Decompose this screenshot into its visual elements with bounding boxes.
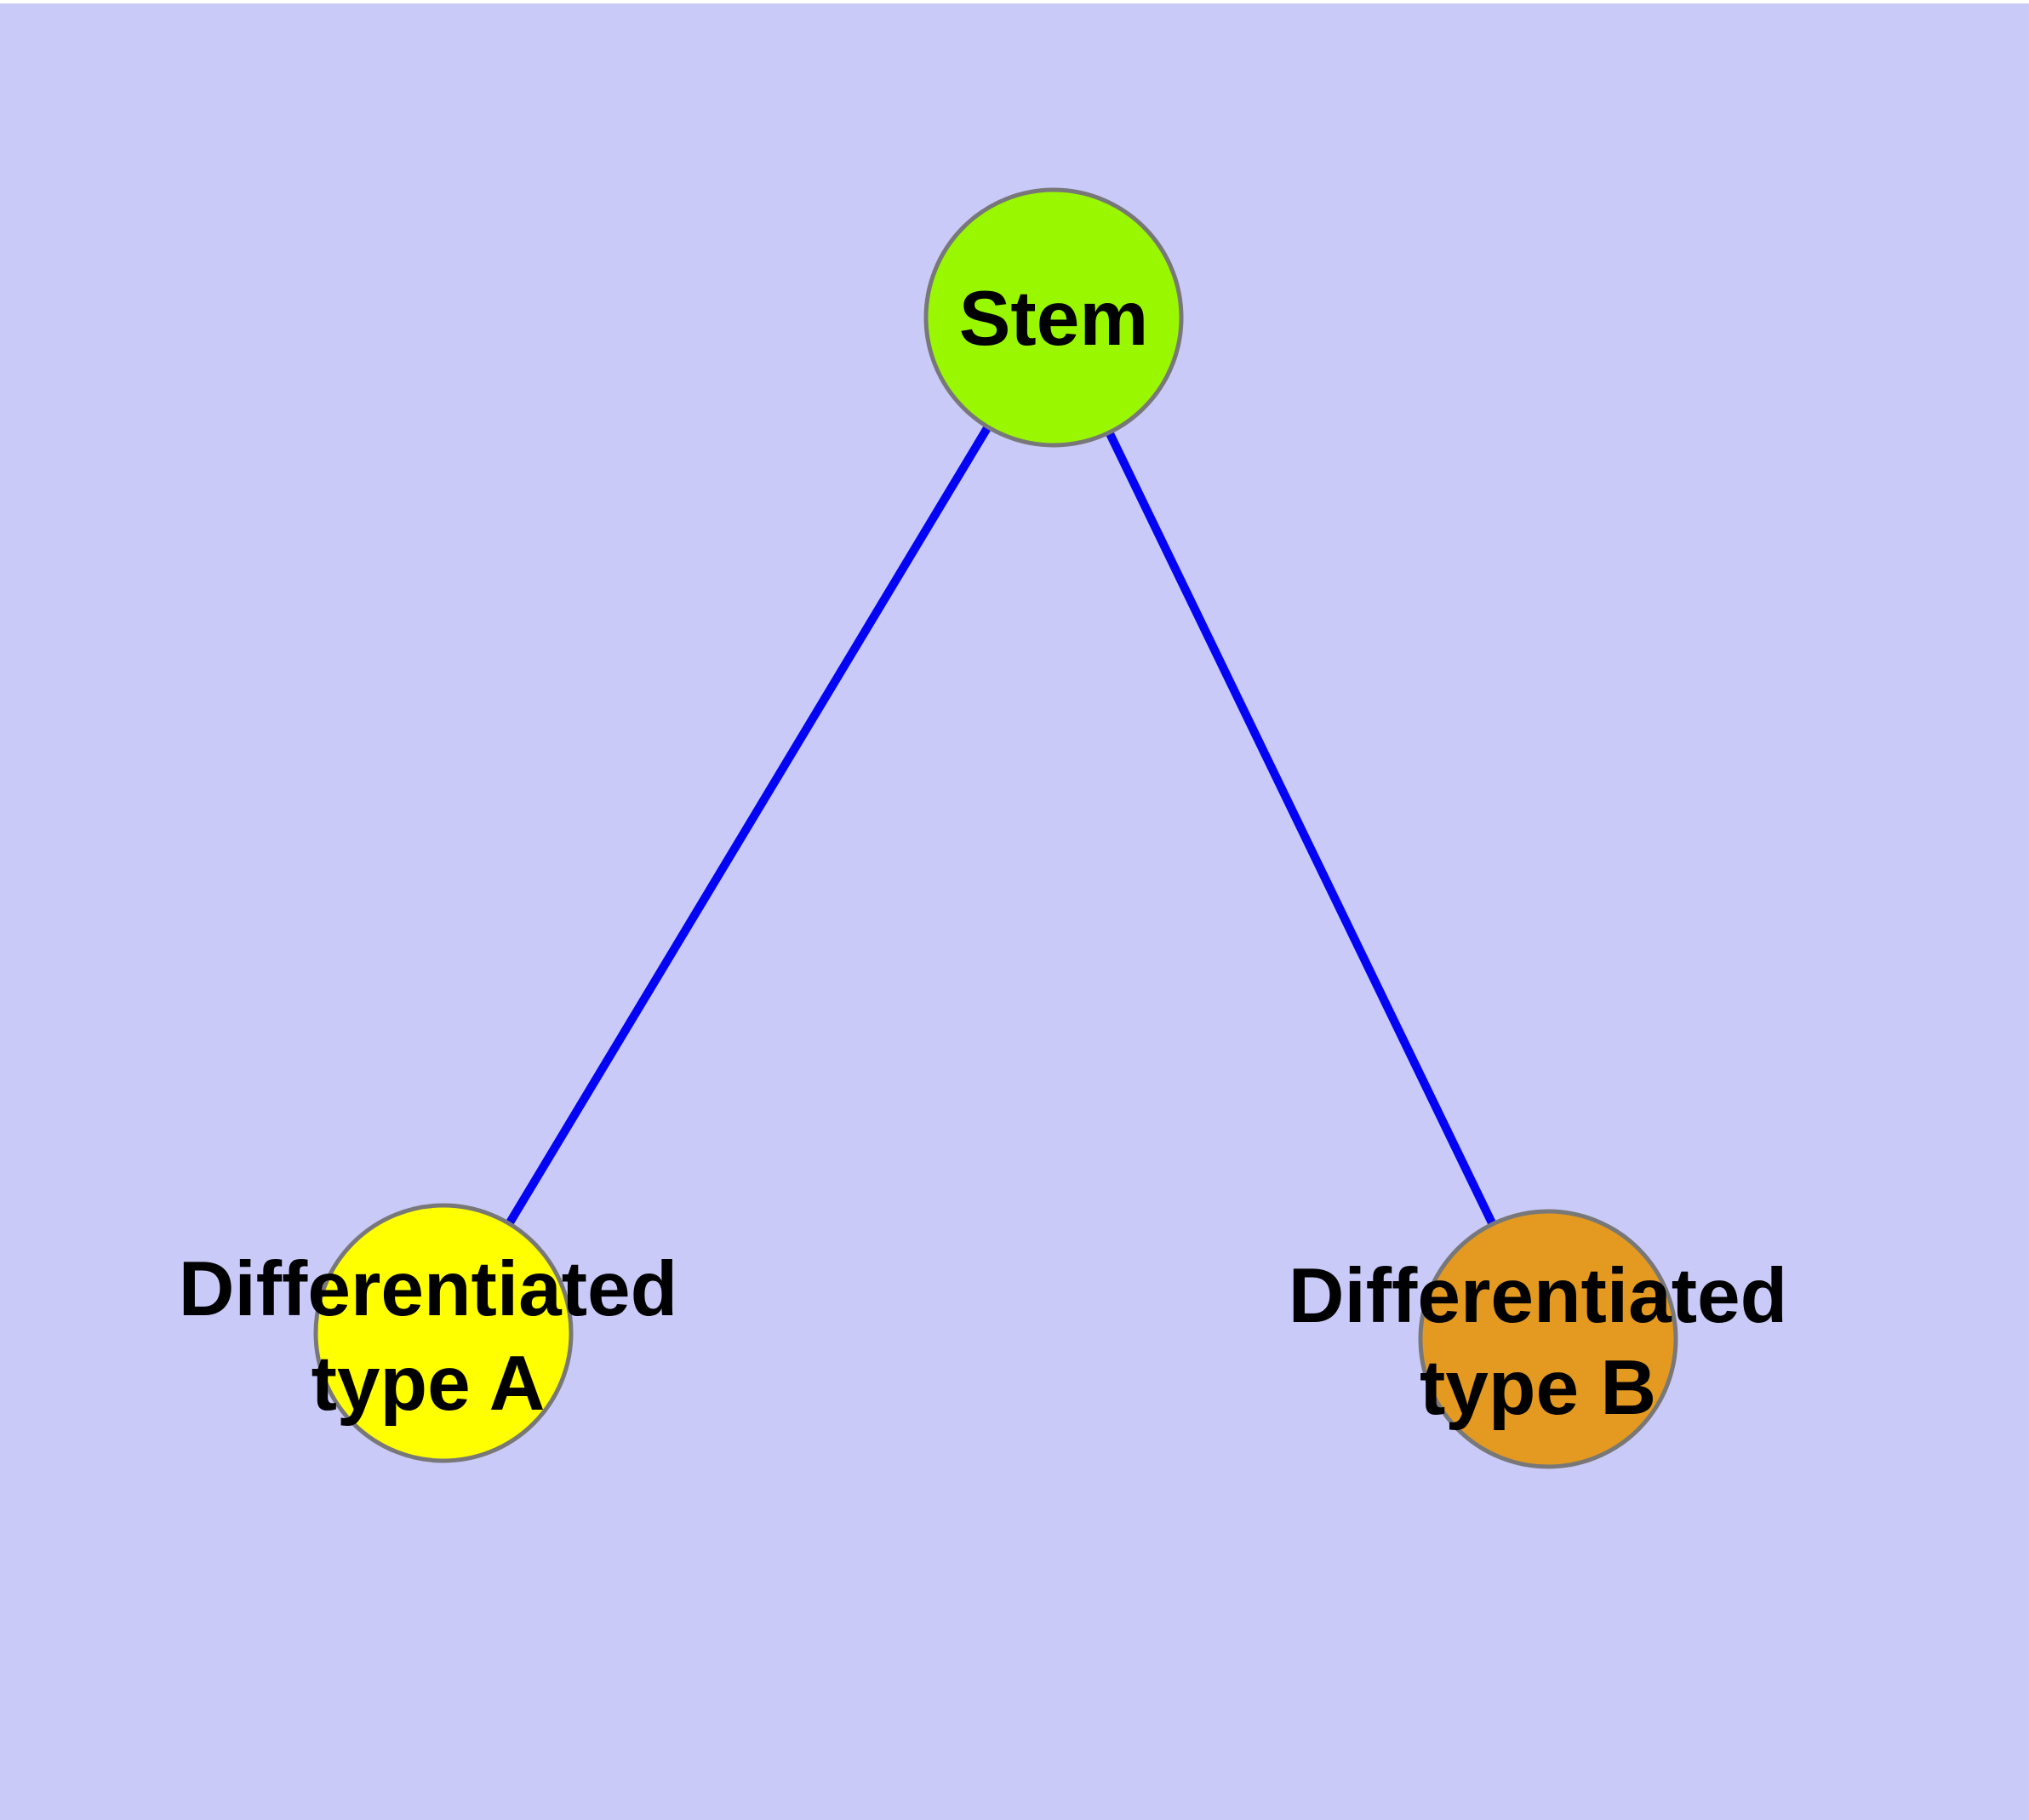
node-differentiated-type-a <box>313 1203 574 1463</box>
node-stem-label: Stem <box>959 276 1149 362</box>
node-type-b-label-line2: type B <box>1420 1345 1656 1431</box>
edge-stem-to-type-a <box>439 315 1058 1336</box>
top-margin-strip <box>0 0 2029 3</box>
node-type-a-label-line2: type A <box>311 1341 546 1427</box>
edge-stem-to-type-b <box>1049 315 1552 1342</box>
node-type-a-label-line1: Differentiated <box>179 1246 678 1332</box>
node-type-b-label-line1: Differentiated <box>1289 1253 1788 1339</box>
node-stem <box>923 187 1184 448</box>
node-differentiated-type-b <box>1418 1209 1678 1469</box>
